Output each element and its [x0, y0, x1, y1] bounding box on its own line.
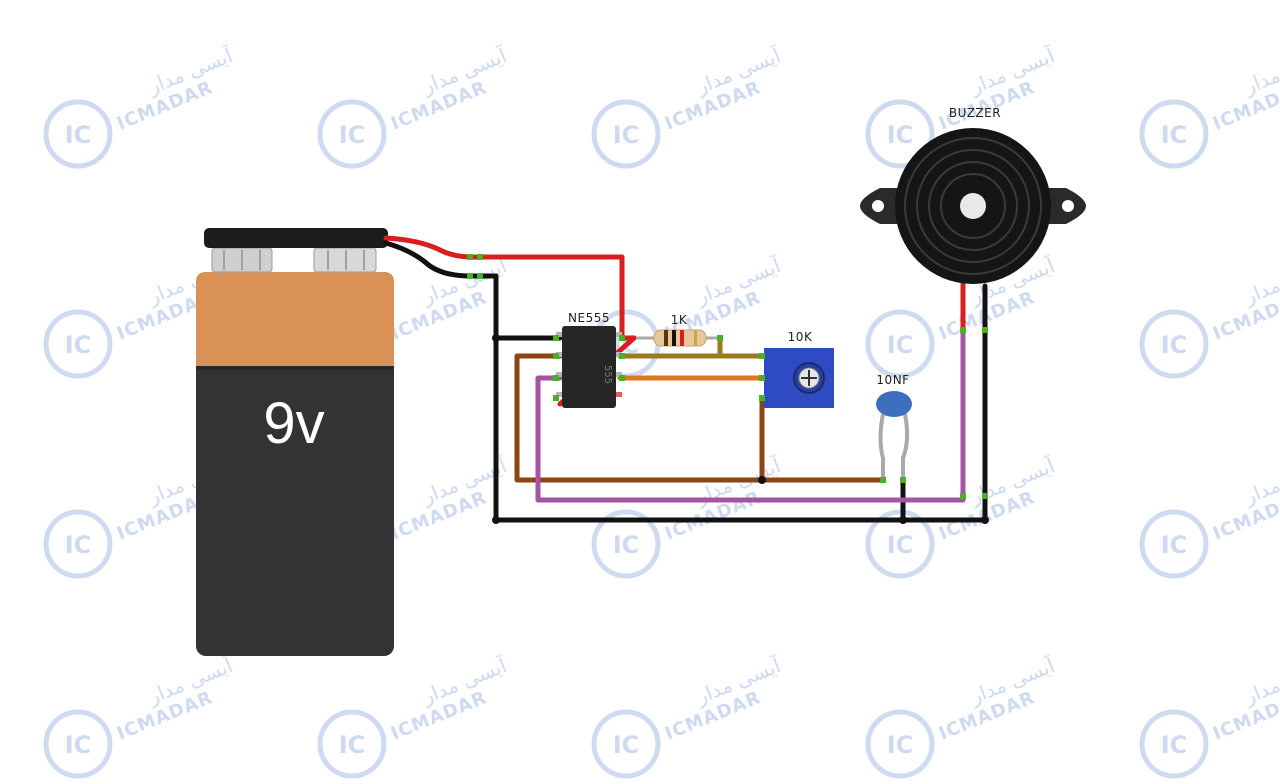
wire-brown [514, 353, 886, 483]
watermark-logo [43, 99, 113, 169]
junction-dot [981, 516, 989, 524]
connection-pad [880, 477, 886, 483]
watermark-logo [591, 509, 661, 579]
watermark-logo-text: IC [1161, 731, 1188, 759]
connection-pad [982, 327, 988, 333]
watermark-logo-text: IC [65, 121, 92, 149]
watermark-logo [1139, 99, 1209, 169]
buzzer: BUZZER [860, 106, 1086, 284]
watermark-logo [591, 709, 661, 779]
junction-dot [492, 516, 500, 524]
junction-dot [492, 334, 500, 342]
watermark-logo-text: IC [65, 731, 92, 759]
watermark-logo [1139, 309, 1209, 379]
connection-pad [553, 395, 559, 401]
resistor-1k: 1K [636, 313, 720, 347]
buzzer-center [960, 193, 986, 219]
connection-pad [467, 254, 473, 260]
watermark-logo-text: IC [613, 531, 640, 559]
capacitor-body [876, 391, 912, 417]
connection-pad [759, 395, 765, 401]
connection-pad [619, 335, 625, 341]
watermark-logo-text: IC [613, 121, 640, 149]
watermark-logo-text: IC [1161, 121, 1188, 149]
watermark-logo-text: IC [887, 121, 914, 149]
resistor-label: 1K [671, 313, 688, 327]
watermark-logo-text: IC [887, 731, 914, 759]
battery-9v: 9v [196, 228, 394, 656]
connection-pad [477, 273, 483, 279]
connection-pad [900, 477, 906, 483]
watermark-logo-text: IC [1161, 331, 1188, 359]
buzzer-label: BUZZER [949, 106, 1001, 120]
watermark-logo [591, 99, 661, 169]
watermark-logo [43, 309, 113, 379]
watermark-logo [43, 509, 113, 579]
watermark-logo-text: IC [887, 331, 914, 359]
connection-pad [553, 335, 559, 341]
watermark-logo-text: IC [613, 731, 640, 759]
watermark-logo [865, 99, 935, 169]
watermark-logo [865, 309, 935, 379]
watermark-logo-text: IC [339, 121, 366, 149]
junction-dot [758, 476, 766, 484]
watermark-logo [865, 709, 935, 779]
connection-pad [960, 327, 966, 333]
battery-label: 9v [263, 391, 324, 456]
connection-pad [619, 375, 625, 381]
watermark-logo-text: IC [339, 731, 366, 759]
potentiometer-10k: 10K [764, 330, 834, 408]
watermark-logo-text: IC [1161, 531, 1188, 559]
connection-pad [960, 493, 966, 499]
watermark-logo [1139, 509, 1209, 579]
junction-dot [899, 516, 907, 524]
svg-text:555: 555 [602, 365, 613, 384]
pot-label: 10K [788, 330, 813, 344]
watermark-logo [317, 709, 387, 779]
capacitor-10nf: 10NF [876, 373, 912, 480]
watermark-logo [865, 509, 935, 579]
connection-pad [619, 353, 625, 359]
watermark-logo-text: IC [887, 531, 914, 559]
ne555-ic: 555 NE555 [556, 311, 622, 408]
watermark-logo-text: IC [65, 531, 92, 559]
battery-snap-connector [204, 228, 388, 248]
watermark-logo [43, 709, 113, 779]
wires [383, 235, 988, 523]
battery-top-band [196, 272, 394, 366]
connection-pad [982, 493, 988, 499]
connection-pad [717, 335, 723, 341]
connection-pads [467, 254, 989, 524]
connection-pad [759, 353, 765, 359]
capacitor-label: 10NF [876, 373, 909, 387]
wire-red-battery-positive [383, 235, 625, 341]
connection-pad [553, 353, 559, 359]
watermark-logo-text: IC [65, 331, 92, 359]
watermark-logo [1139, 709, 1209, 779]
ic-label: NE555 [568, 311, 610, 325]
connection-pad [467, 273, 473, 279]
watermark-logo [317, 99, 387, 169]
connection-pad [477, 254, 483, 260]
ic-body [562, 326, 616, 408]
connection-pad [553, 375, 559, 381]
connection-pad [759, 375, 765, 381]
wire-purple-buzzer [535, 327, 966, 503]
